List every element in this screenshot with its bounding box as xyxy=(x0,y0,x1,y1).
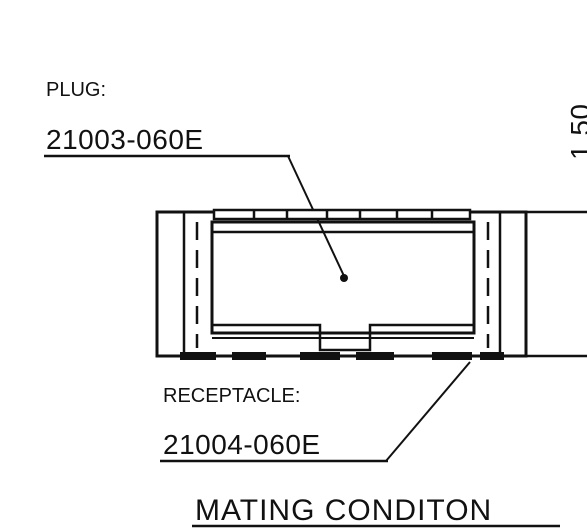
receptacle-part-number: 21004-060E xyxy=(163,429,321,460)
plug-part-number: 21003-060E xyxy=(46,124,204,155)
plug-label: PLUG: xyxy=(46,79,106,101)
receptacle-label: RECEPTACLE: xyxy=(163,385,300,407)
plug-body xyxy=(210,220,476,335)
receptacle-leader-line xyxy=(385,361,471,462)
top-contact-row xyxy=(212,208,472,221)
bottom-contact-row xyxy=(180,352,504,360)
dimension-text: 1.50 xyxy=(565,104,587,161)
plug-leader-dot xyxy=(340,274,348,282)
caption-title: MATING CONDITON xyxy=(195,494,492,527)
receptacle-inner-outline xyxy=(212,323,474,352)
